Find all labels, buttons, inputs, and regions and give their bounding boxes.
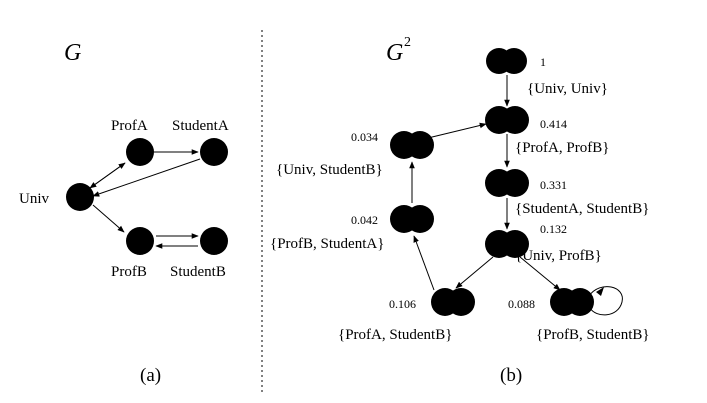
node-studentA — [200, 138, 228, 166]
node-n3 — [485, 169, 529, 197]
node-profA — [126, 138, 154, 166]
label-profB: ProfB — [111, 264, 147, 280]
edge-n8-n2 — [427, 122, 487, 139]
panel-a-title: G — [64, 40, 81, 66]
node-n8 — [390, 131, 434, 159]
node-n4 — [485, 230, 529, 258]
edge-n6-self-loop — [588, 286, 623, 316]
value-n5: 0.106 — [389, 297, 416, 311]
edge-n4-n6 — [519, 256, 561, 291]
node-n6 — [550, 288, 594, 316]
value-n2: 0.414 — [540, 117, 567, 131]
value-n6: 0.088 — [508, 297, 535, 311]
label-n4: {Univ, ProfB} — [515, 248, 602, 264]
label-n7: {ProfB, StudentA} — [270, 236, 384, 252]
panel-b-title-superscript: 2 — [404, 35, 411, 50]
label-univ: Univ — [19, 191, 50, 207]
panel-b-caption: (b) — [500, 365, 522, 386]
value-n1: 1 — [540, 55, 546, 69]
label-n5: {ProfA, StudentB} — [338, 327, 452, 343]
value-n7: 0.042 — [351, 213, 378, 227]
edge-studentA-univ — [92, 158, 201, 197]
node-univ — [66, 183, 94, 211]
panel-b-title: G — [386, 40, 403, 66]
label-n3: {StudentA, StudentB} — [515, 201, 649, 217]
label-studentA: StudentA — [172, 118, 229, 134]
label-n6: {ProfB, StudentB} — [536, 327, 650, 343]
edge-n5-n7 — [413, 235, 435, 291]
value-n4: 0.132 — [540, 222, 567, 236]
panel-a-caption: (a) — [140, 365, 161, 386]
edge-univ-profB — [92, 204, 125, 233]
node-n7 — [390, 205, 434, 233]
label-n8: {Univ, StudentB} — [276, 162, 383, 178]
edge-profA-univ — [89, 162, 126, 189]
node-n1 — [486, 48, 527, 74]
label-studentB: StudentB — [170, 264, 226, 280]
label-n2: {ProfA, ProfB} — [515, 140, 609, 156]
label-profA: ProfA — [111, 118, 148, 134]
node-profB — [126, 227, 154, 255]
node-studentB — [200, 227, 228, 255]
node-n2 — [485, 106, 529, 134]
label-n1: {Univ, Univ} — [527, 81, 608, 97]
node-n5 — [431, 288, 475, 316]
edge-n4-n5 — [455, 256, 494, 289]
value-n3: 0.331 — [540, 178, 567, 192]
value-n8: 0.034 — [351, 130, 378, 144]
self-loop-arrowhead — [596, 287, 604, 296]
